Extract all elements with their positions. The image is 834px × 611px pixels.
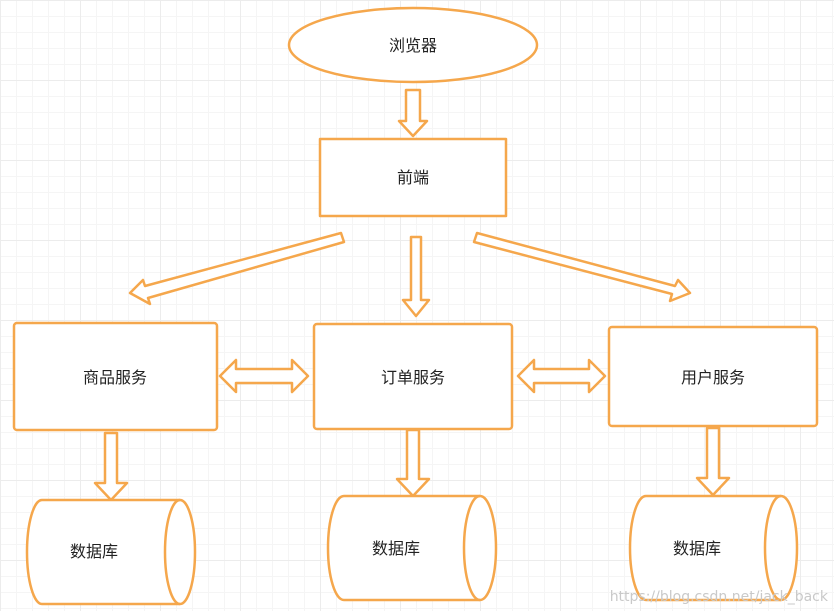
arrow-order-user bbox=[516, 358, 607, 394]
product-database-node: 数据库 bbox=[25, 498, 197, 606]
frontend-label: 前端 bbox=[397, 168, 429, 187]
product-service-node: 商品服务 bbox=[12, 321, 219, 432]
order-database-label: 数据库 bbox=[372, 539, 420, 558]
arrow-frontend-to-product bbox=[128, 231, 346, 306]
arrow-user-to-db bbox=[695, 426, 731, 497]
arrow-frontend-to-user bbox=[472, 231, 692, 303]
frontend-node: 前端 bbox=[318, 137, 508, 218]
order-service-node: 订单服务 bbox=[312, 322, 514, 431]
browser-node: 浏览器 bbox=[287, 6, 539, 84]
user-database-node: 数据库 bbox=[628, 494, 799, 602]
browser-label: 浏览器 bbox=[389, 36, 437, 55]
arrow-product-order bbox=[218, 358, 310, 394]
user-service-node: 用户服务 bbox=[607, 325, 819, 428]
user-service-label: 用户服务 bbox=[681, 368, 745, 387]
arrow-browser-to-frontend bbox=[397, 88, 429, 138]
arrow-frontend-to-order bbox=[401, 235, 431, 318]
order-service-label: 订单服务 bbox=[381, 368, 445, 387]
arrow-product-to-db bbox=[93, 431, 129, 502]
order-database-node: 数据库 bbox=[326, 494, 498, 602]
arrow-order-to-db bbox=[395, 428, 431, 498]
product-service-label: 商品服务 bbox=[83, 368, 147, 387]
product-database-label: 数据库 bbox=[70, 542, 118, 561]
watermark-text: https://blog.csdn.net/jack_back bbox=[610, 589, 829, 605]
user-database-label: 数据库 bbox=[673, 539, 721, 558]
